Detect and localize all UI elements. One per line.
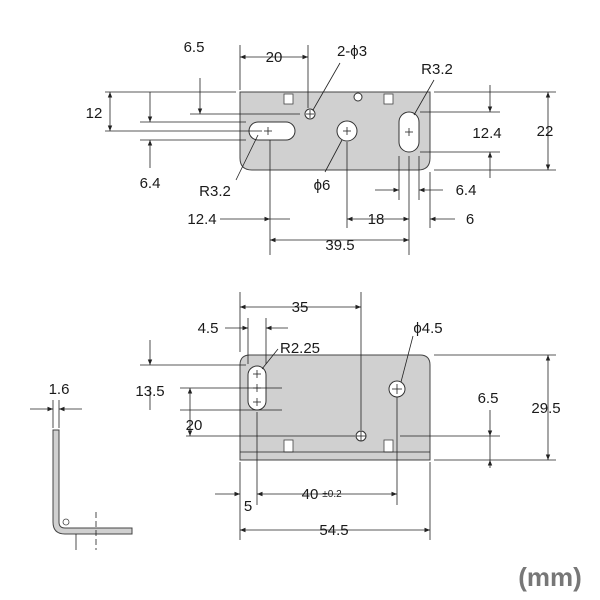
front-dim-40-tolerance: ±0.2 — [322, 489, 342, 500]
front-dim-6-5: 6.5 — [478, 390, 499, 407]
top-tab-right — [383, 93, 394, 105]
top-dim-39-5: 39.5 — [325, 237, 354, 254]
top-dim-2phi3: 2-ϕ3 — [337, 43, 367, 60]
units-label: (mm) — [518, 562, 582, 592]
front-dim-phi4-5: ϕ4.5 — [413, 320, 442, 337]
top-dim-6-4-left: 6.4 — [140, 175, 161, 192]
front-dim-r2-25: R2.25 — [280, 340, 320, 357]
front-dim-5: 5 — [244, 498, 252, 515]
top-tab-left — [283, 93, 294, 105]
top-dim-6-5: 6.5 — [184, 39, 205, 56]
top-view: 6.5 20 2-ϕ3 R3.2 12 22 12.4 6.4 R3.2 ϕ6 … — [86, 39, 556, 255]
side-dim-1-6: 1.6 — [49, 381, 70, 398]
front-view: 35 4.5 R2.25 ϕ4.5 13.5 6.5 29.5 20 40 ±0… — [135, 292, 561, 540]
front-tab-left — [283, 439, 294, 453]
side-view: 1.6 — [30, 381, 133, 550]
front-dim-20: 20 — [186, 417, 203, 434]
top-dim-20: 20 — [266, 49, 283, 66]
front-dim-40: 40 — [302, 486, 319, 503]
top-small-hole-right — [353, 92, 363, 102]
front-tab-right — [383, 439, 394, 453]
top-dim-12-4-bottom: 12.4 — [187, 211, 216, 228]
top-dim-18: 18 — [368, 211, 385, 228]
front-dim-29-5: 29.5 — [531, 400, 560, 417]
front-plate — [239, 354, 431, 461]
front-dim-54-5: 54.5 — [319, 522, 348, 539]
front-dim-13-5: 13.5 — [135, 383, 164, 400]
top-dim-6: 6 — [466, 211, 474, 228]
front-dim-35: 35 — [292, 299, 309, 316]
front-dim-4-5: 4.5 — [198, 320, 219, 337]
top-dim-r3-2-left: R3.2 — [199, 183, 231, 200]
top-dim-12: 12 — [86, 105, 103, 122]
top-dim-r3-2-right: R3.2 — [421, 61, 453, 78]
top-dim-12-4-right: 12.4 — [472, 125, 501, 142]
side-profile — [52, 429, 133, 535]
top-dim-phi6: ϕ6 — [314, 177, 331, 194]
top-plate — [239, 91, 431, 171]
top-dim-6-4-right: 6.4 — [456, 182, 477, 199]
top-dim-22: 22 — [537, 123, 554, 140]
